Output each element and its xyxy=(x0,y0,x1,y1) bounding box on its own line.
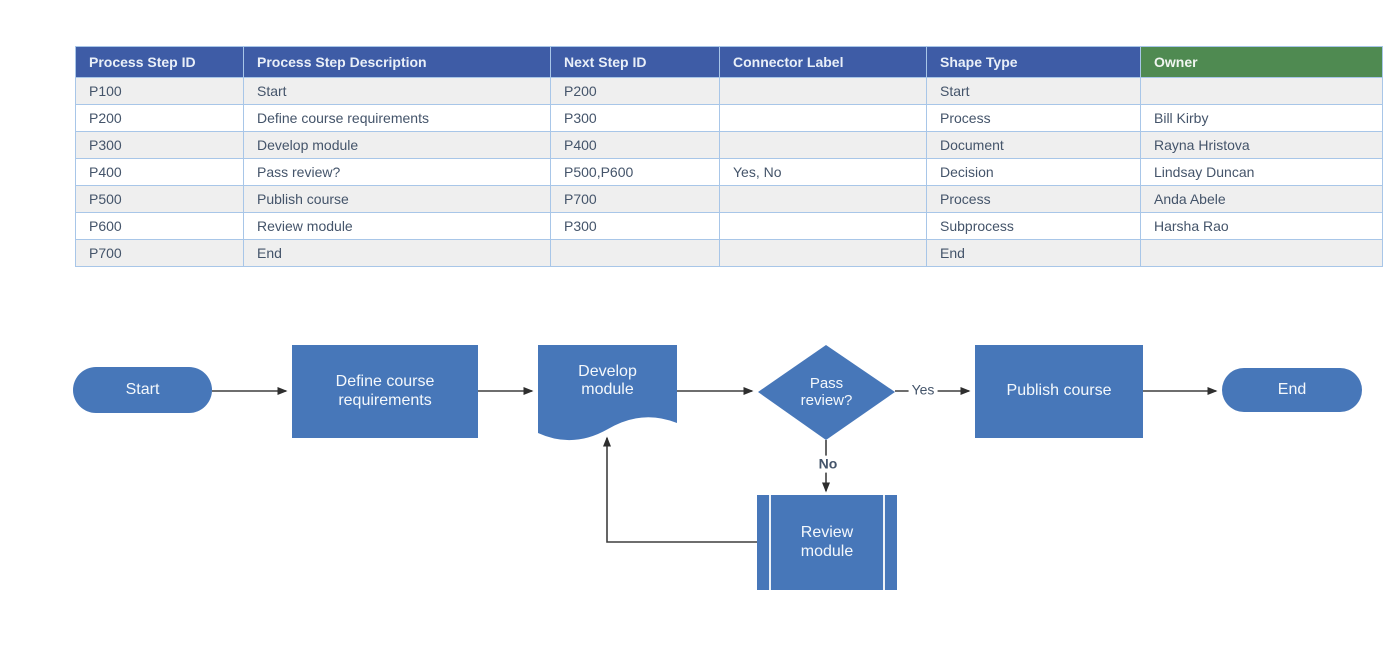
flow-node-develop-label: Develop module xyxy=(578,362,637,398)
flow-node-end: End xyxy=(1222,368,1362,412)
cell-shape-type: Decision xyxy=(926,158,1141,186)
cell-shape-type: Start xyxy=(926,77,1141,105)
table-row-p300: P300 Develop module P400 Document Rayna … xyxy=(75,131,1383,159)
cell-shape-type: Document xyxy=(926,131,1141,159)
cell-connector-label xyxy=(719,104,927,132)
header-owner: Owner xyxy=(1140,46,1383,78)
table-row-p100: P100 Start P200 Start xyxy=(75,77,1383,105)
cell-description: Develop module xyxy=(243,131,551,159)
flow-node-review-label: Review module xyxy=(800,524,854,560)
cell-next-step: P400 xyxy=(550,131,720,159)
cell-description: Review module xyxy=(243,212,551,240)
cell-connector-label xyxy=(719,77,927,105)
cell-next-step: P700 xyxy=(550,185,720,213)
cell-shape-type: Process xyxy=(926,104,1141,132)
cell-shape-type: Subprocess xyxy=(926,212,1141,240)
cell-shape-type: End xyxy=(926,239,1141,267)
cell-connector-label xyxy=(719,131,927,159)
header-shape-type: Shape Type xyxy=(926,46,1141,78)
flow-node-publish-course: Publish course xyxy=(975,345,1143,438)
flow-node-define-course-requirements: Define course requirements xyxy=(292,345,478,438)
cell-step-id: P600 xyxy=(75,212,244,240)
flow-node-start-label: Start xyxy=(125,380,160,398)
flow-node-decision-label: Pass review? xyxy=(800,374,853,409)
cell-description: End xyxy=(243,239,551,267)
cell-description: Publish course xyxy=(243,185,551,213)
cell-description: Pass review? xyxy=(243,158,551,186)
cell-connector-label xyxy=(719,212,927,240)
flow-node-end-label: End xyxy=(1277,380,1307,398)
table-row-p200: P200 Define course requirements P300 Pro… xyxy=(75,104,1383,132)
flow-node-define-label: Define course requirements xyxy=(335,373,435,409)
table-row-p700: P700 End End xyxy=(75,239,1383,267)
flow-node-publish-label: Publish course xyxy=(1006,382,1112,400)
connector-review-develop-loop xyxy=(603,436,757,543)
cell-connector-label xyxy=(719,239,927,267)
cell-owner: Bill Kirby xyxy=(1140,104,1383,132)
cell-next-step: P500,P600 xyxy=(550,158,720,186)
cell-owner: Lindsay Duncan xyxy=(1140,158,1383,186)
cell-owner: Rayna Hristova xyxy=(1140,131,1383,159)
cell-connector-label xyxy=(719,185,927,213)
header-process-step-id: Process Step ID xyxy=(75,46,244,78)
cell-owner: Harsha Rao xyxy=(1140,212,1383,240)
cell-shape-type: Process xyxy=(926,185,1141,213)
cell-next-step: P300 xyxy=(550,104,720,132)
table-row-p400: P400 Pass review? P500,P600 Yes, No Deci… xyxy=(75,158,1383,186)
header-connector-label: Connector Label xyxy=(719,46,927,78)
flow-node-start: Start xyxy=(73,367,212,413)
process-table: Process Step ID Process Step Description… xyxy=(75,46,1383,267)
flow-node-review-module: Review module xyxy=(757,495,897,590)
cell-connector-label: Yes, No xyxy=(719,158,927,186)
table-header-row: Process Step ID Process Step Description… xyxy=(75,46,1383,78)
flow-node-develop-module: Develop module xyxy=(538,350,677,412)
yes-connector-label: Yes xyxy=(908,381,938,399)
cell-next-step xyxy=(550,239,720,267)
cell-step-id: P100 xyxy=(75,77,244,105)
cell-next-step: P200 xyxy=(550,77,720,105)
cell-owner xyxy=(1140,239,1383,267)
no-connector-label: No xyxy=(815,455,841,473)
cell-owner xyxy=(1140,77,1383,105)
table-row-p600: P600 Review module P300 Subprocess Harsh… xyxy=(75,212,1383,240)
cell-step-id: P700 xyxy=(75,239,244,267)
cell-step-id: P300 xyxy=(75,131,244,159)
flow-node-pass-review: Pass review? xyxy=(763,363,890,421)
cell-description: Start xyxy=(243,77,551,105)
cell-description: Define course requirements xyxy=(243,104,551,132)
